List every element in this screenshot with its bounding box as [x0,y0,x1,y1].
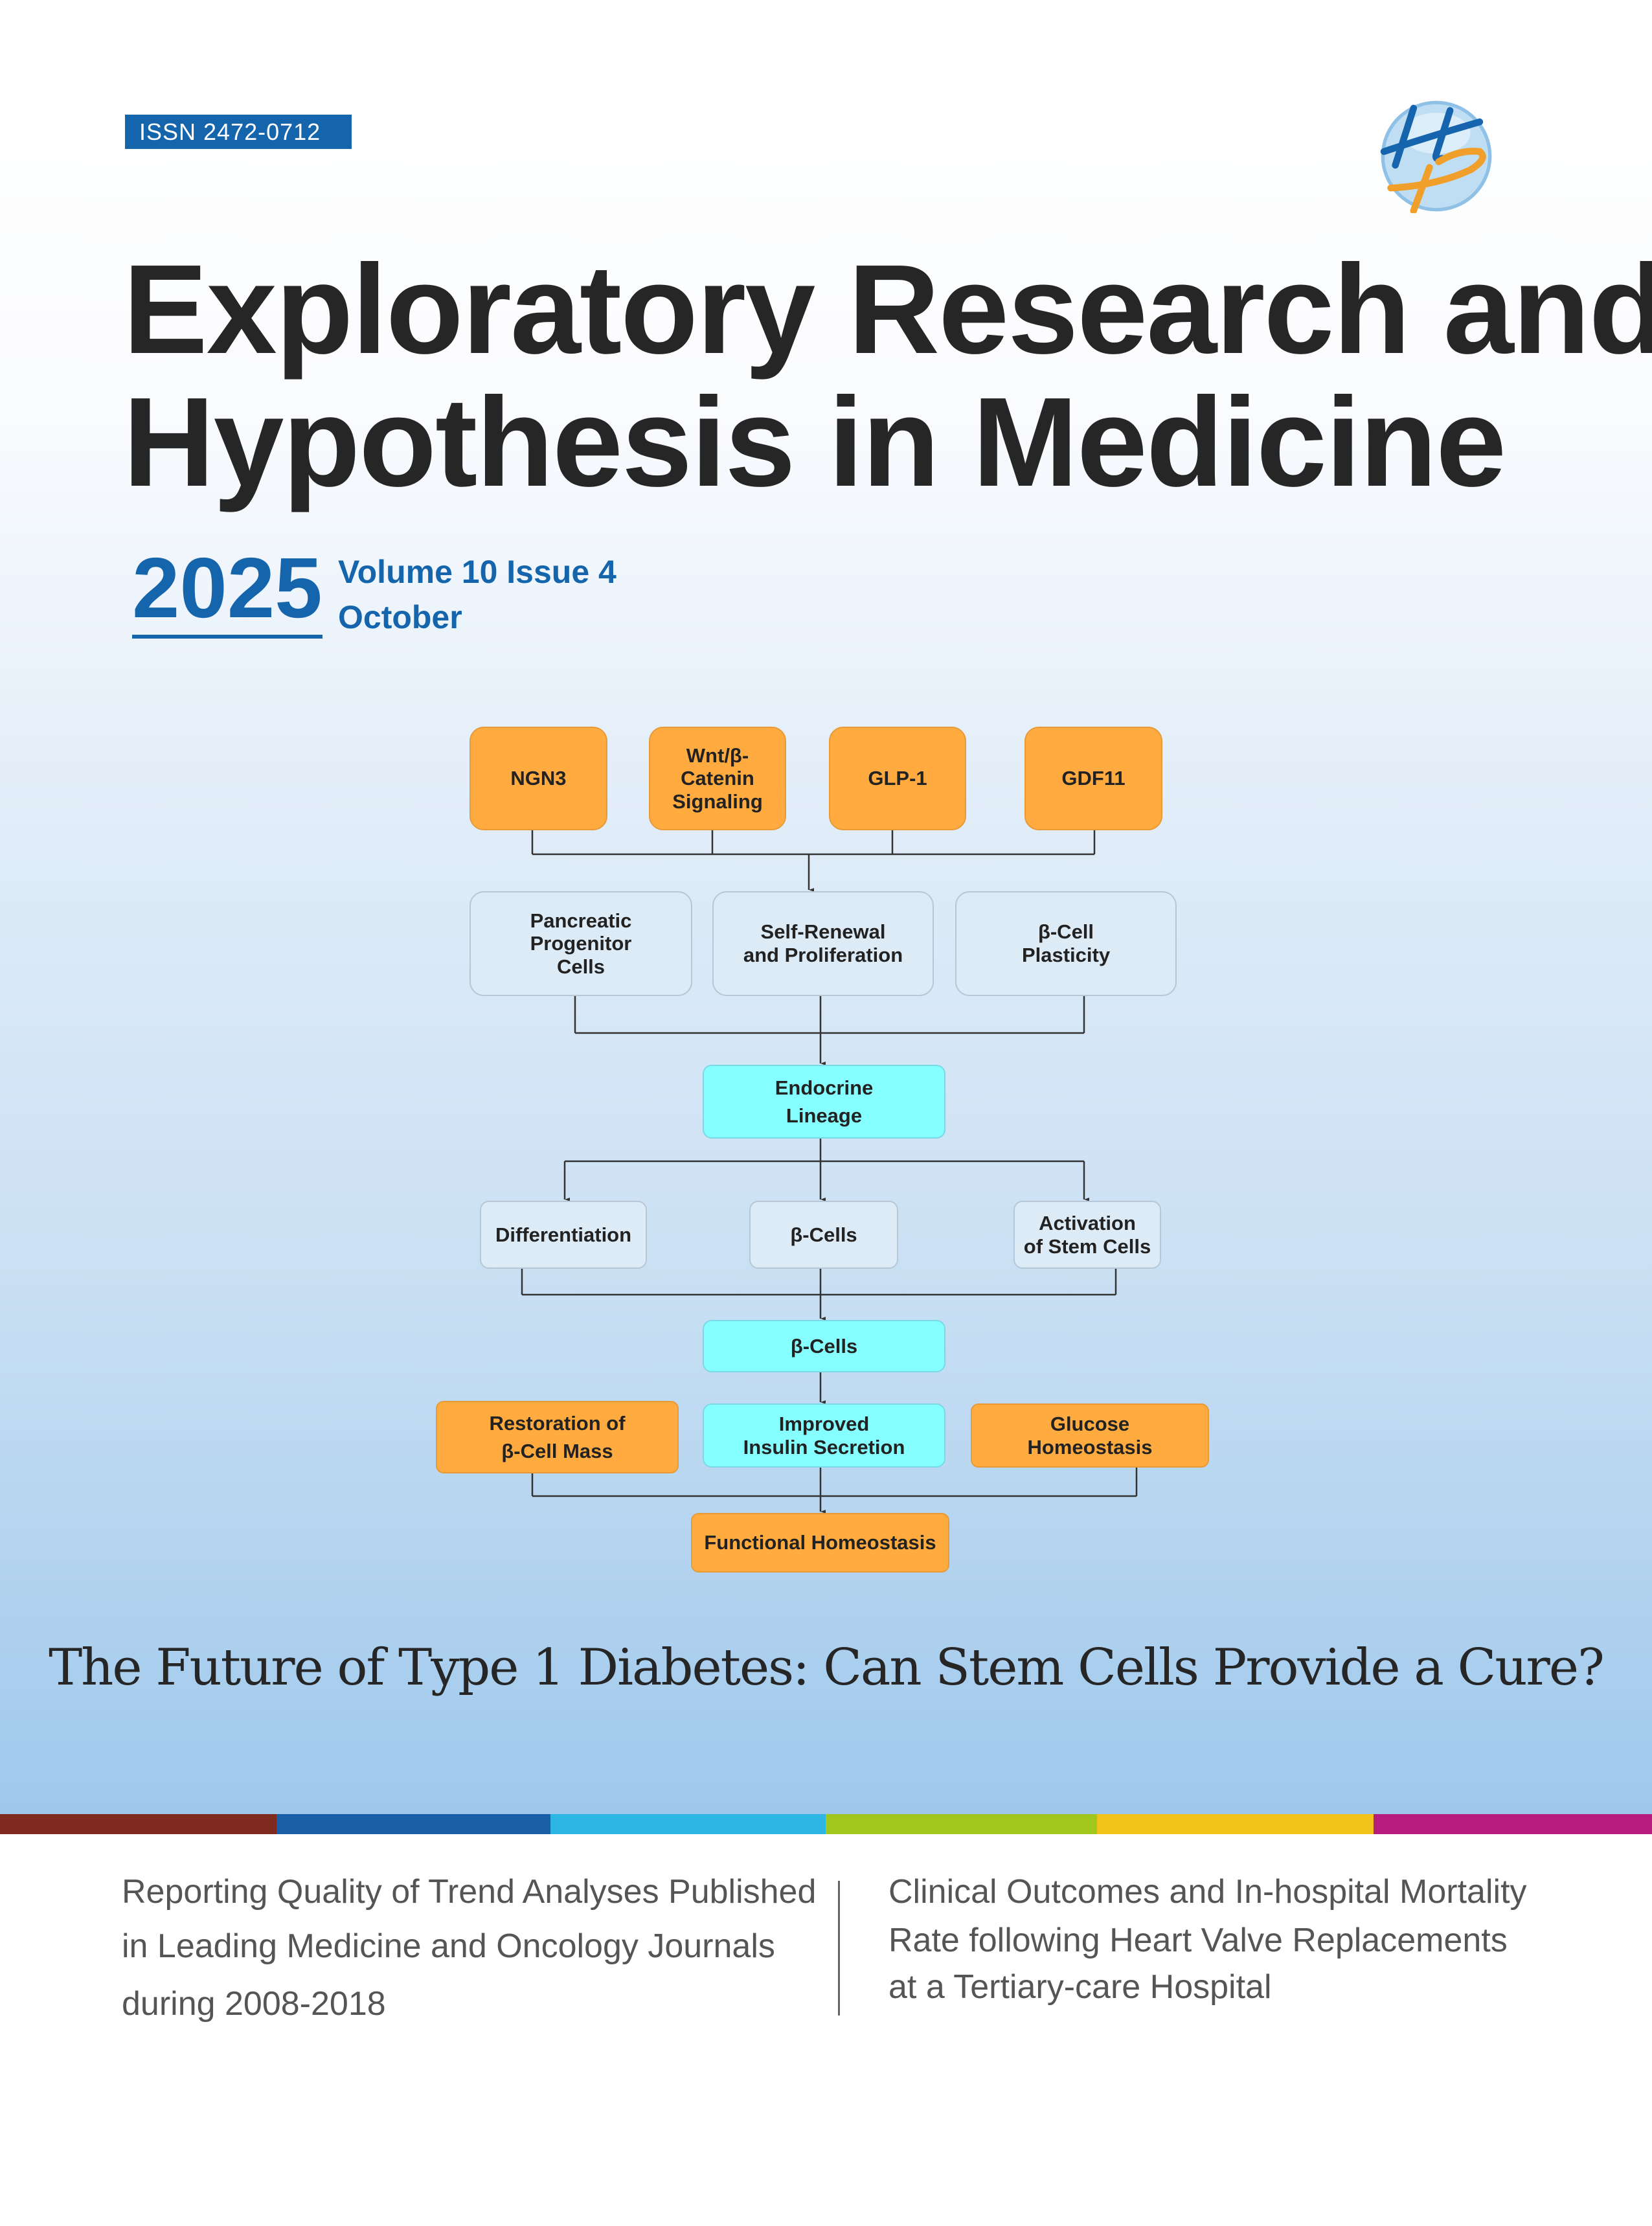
diagram-connectors [521,830,1138,1814]
node-ngn3: NGN3 [470,727,607,830]
node-beta-cell-plasticity: β-Cell Plasticity [955,891,1177,996]
node-functional-homeostasis: Functional Homeostasis [691,1513,949,1573]
color-bar-segment [1374,1814,1652,1834]
node-glucose-homeostasis: Glucose Homeostasis [971,1403,1209,1468]
issn-badge: ISSN 2472-0712 [125,115,352,149]
color-bar-segment [550,1814,826,1834]
divider [838,1881,840,2016]
featured-article-right-line3: at a Tertiary-care Hospital [888,1968,1272,2006]
node-endocrine-lineage: Endocrine Lineage [703,1065,945,1139]
cover-headline: The Future of Type 1 Diabetes: Can Stem … [49,1639,1605,1697]
issue-month: October [338,599,462,635]
journal-title-line2: Hypothesis in Medicine [123,371,1506,513]
node-gdf11: GDF11 [1024,727,1162,830]
publisher-logo-icon [1380,100,1492,213]
node-self-renewal: Self-Renewal and Proliferation [712,891,934,996]
node-pancreatic-progenitor: Pancreatic Progenitor Cells [470,891,692,996]
journal-title-line1: Exploratory Research and [123,238,1652,380]
issue-volume: Volume 10 Issue 4 [338,554,617,590]
node-beta-cells: β-Cells [749,1201,898,1269]
featured-article-left-line3: during 2008-2018 [122,1985,386,2023]
node-activation-stem-cells: Activation of Stem Cells [1013,1201,1161,1269]
node-wnt-signaling: Wnt/β- Catenin Signaling [649,727,786,830]
node-improved-insulin-secretion: Improved Insulin Secretion [703,1403,945,1468]
issue-year: 2025 [132,545,322,639]
color-bar-segment [277,1814,550,1834]
node-beta-cells-2: β-Cells [703,1320,945,1372]
color-bar-segment [0,1814,277,1834]
node-differentiation: Differentiation [480,1201,647,1269]
node-restoration-beta-cell-mass: Restoration of β-Cell Mass [436,1401,679,1473]
node-glp1: GLP-1 [829,727,966,830]
featured-article-left-line2: in Leading Medicine and Oncology Journal… [122,1927,775,1965]
color-bar-segment [826,1814,1097,1834]
featured-article-left-line1: Reporting Quality of Trend Analyses Publ… [122,1873,817,1911]
color-bar-segment [1097,1814,1374,1834]
featured-article-right-line1: Clinical Outcomes and In-hospital Mortal… [888,1873,1527,1911]
featured-article-right-line2: Rate following Heart Valve Replacements [888,1922,1508,1959]
